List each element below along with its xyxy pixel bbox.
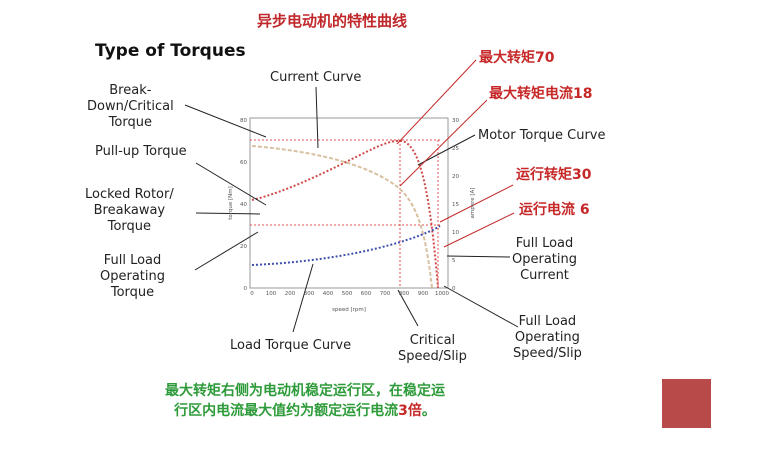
x-tick-label: 300 bbox=[304, 291, 315, 297]
y-left-tick-label: 80 bbox=[240, 118, 247, 124]
pointer-max-torque bbox=[396, 59, 477, 145]
pointer-run-torque bbox=[439, 184, 514, 223]
y-left-tick-label: 0 bbox=[244, 286, 248, 292]
y-right-axis-label: ampere [A] bbox=[470, 188, 476, 219]
y-right-tick-label: 5 bbox=[452, 258, 456, 264]
label-motor-torque-curve: Motor Torque Curve bbox=[478, 128, 606, 143]
label-full-load-torque: Full Load Operating Torque bbox=[100, 253, 165, 300]
x-tick-label: 900 bbox=[418, 291, 429, 297]
y-right-tick-label: 0 bbox=[452, 286, 456, 292]
pointer-full-load-speed bbox=[443, 285, 519, 328]
annotation-max-torque: 最大转矩70 bbox=[479, 50, 555, 66]
slide-title: Type of Torques bbox=[95, 41, 246, 61]
y-left-tick-label: 20 bbox=[240, 244, 247, 250]
label-full-load-current: Full Load Operating Current bbox=[512, 236, 577, 283]
pointer-load-torque bbox=[292, 263, 314, 333]
annotation-run-torque: 运行转矩30 bbox=[516, 167, 592, 183]
summary-line-2: 行区内电流最大值约为额定运行电流3倍。 bbox=[174, 403, 436, 419]
decorative-square bbox=[662, 379, 711, 428]
y-left-tick-label: 60 bbox=[240, 160, 247, 166]
current-curve bbox=[251, 145, 433, 289]
annotation-run-current: 运行电流 6 bbox=[519, 202, 590, 218]
pointer-pull-up bbox=[195, 162, 267, 206]
pointer-locked-rotor bbox=[195, 212, 261, 215]
x-tick-label: 1000 bbox=[435, 291, 449, 297]
pointer-motor-torque bbox=[417, 134, 476, 166]
x-tick-label: 100 bbox=[266, 291, 277, 297]
annotation-max-torque-current: 最大转矩电流18 bbox=[489, 86, 593, 102]
y-right-tick-label: 15 bbox=[452, 202, 459, 208]
label-full-load-speed: Full Load Operating Speed/Slip bbox=[513, 314, 582, 361]
ratio-highlight: 3倍 bbox=[398, 403, 422, 419]
x-tick-label: 700 bbox=[380, 291, 391, 297]
x-tick-label: 600 bbox=[361, 291, 372, 297]
label-pull-up: Pull-up Torque bbox=[95, 144, 187, 159]
x-tick-label: 500 bbox=[342, 291, 353, 297]
x-tick-label: 400 bbox=[323, 291, 334, 297]
motor-torque-curve bbox=[251, 139, 439, 289]
x-tick-label: 800 bbox=[399, 291, 410, 297]
chinese-title: 异步电动机的特性曲线 bbox=[257, 12, 408, 30]
pointer-break-down bbox=[184, 104, 267, 138]
y-left-tick-label: 40 bbox=[240, 202, 247, 208]
summary-note: 最大转矩右侧为电动机稳定运行区，在稳定运 行区内电流最大值约为额定运行电流3倍。 bbox=[165, 381, 445, 421]
y-right-tick-label: 25 bbox=[452, 146, 459, 152]
x-axis-label: speed [rpm] bbox=[332, 307, 366, 313]
pointer-full-load-current bbox=[446, 255, 511, 258]
label-load-torque-curve: Load Torque Curve bbox=[230, 338, 352, 353]
x-tick-label: 0 bbox=[250, 291, 254, 297]
pointer-run-current bbox=[443, 212, 515, 248]
pointer-max-current bbox=[399, 99, 488, 187]
y-left-axis-label: torque [Nm] bbox=[228, 186, 234, 220]
y-right-tick-label: 30 bbox=[452, 118, 459, 124]
pointer-full-load-torque bbox=[194, 231, 259, 271]
label-current-curve: Current Curve bbox=[270, 70, 362, 85]
label-break-down: Break- Down/Critical Torque bbox=[87, 83, 174, 130]
x-tick-label: 200 bbox=[285, 291, 296, 297]
y-right-tick-label: 20 bbox=[452, 174, 459, 180]
load-torque-curve bbox=[251, 225, 441, 266]
pointer-critical bbox=[397, 289, 419, 327]
y-right-tick-label: 10 bbox=[452, 230, 459, 236]
plot-frame bbox=[249, 117, 449, 289]
summary-line-1: 最大转矩右侧为电动机稳定运行区，在稳定运 bbox=[165, 383, 445, 399]
label-critical: Critical Speed/Slip bbox=[398, 333, 467, 364]
pointer-current-curve bbox=[315, 86, 319, 149]
label-locked-rotor: Locked Rotor/ Breakaway Torque bbox=[85, 187, 174, 234]
